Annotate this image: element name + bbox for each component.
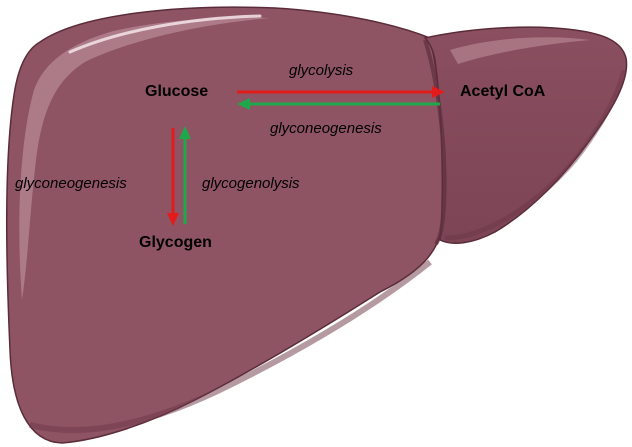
arrow-glyconeogenesis-vertical (167, 128, 179, 226)
glucose-label: Glucose (145, 83, 209, 100)
glyconeogenesis-vertical-label: glyconeogenesis (15, 175, 127, 192)
acetyl-coa-label: Acetyl CoA (460, 83, 546, 100)
glycogen-label: Glycogen (139, 234, 212, 251)
liver-right-lobe (423, 26, 628, 245)
arrow-glycolysis (237, 86, 445, 98)
glycolysis-label: glycolysis (289, 62, 354, 79)
right-lobe-highlight (450, 37, 590, 64)
liver-highlight-line (68, 14, 262, 54)
arrow-glycogenolysis (179, 126, 191, 224)
liver-bottom-shadow (29, 259, 432, 433)
liver-main-lobe (5, 6, 445, 444)
glyconeogenesis-horizontal-label: glyconeogenesis (270, 120, 382, 137)
glycogenolysis-label: glycogenolysis (202, 175, 300, 192)
lobe-fold-shadow (423, 39, 447, 246)
arrow-glyconeogenesis-horizontal (237, 98, 440, 110)
right-lobe-shadow (444, 69, 627, 241)
